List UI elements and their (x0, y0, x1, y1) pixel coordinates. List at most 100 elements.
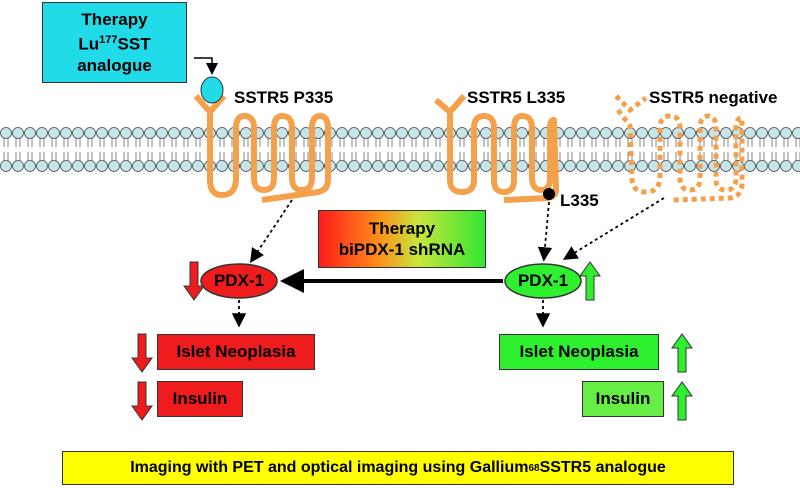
lipid-head (420, 160, 432, 172)
lipid-head (132, 160, 144, 172)
lipid-head (756, 160, 768, 172)
up-arrow-icon-pdx (579, 261, 601, 301)
lipid-head (48, 127, 60, 139)
lipid-head (216, 160, 228, 172)
lipid-head (180, 160, 192, 172)
lipid-head (36, 127, 48, 139)
lipid-head (336, 127, 348, 139)
lipid-head (396, 127, 408, 139)
lipid-head (84, 160, 96, 172)
lipid-head (12, 160, 24, 172)
therapy-connector (194, 57, 218, 75)
lipid-head (456, 127, 468, 139)
lipid-head (456, 160, 468, 172)
lipid-head (636, 127, 648, 139)
therapy-shrna-box: Therapy biPDX-1 shRNA (318, 210, 486, 268)
lipid-head (24, 160, 36, 172)
lipid-head (576, 127, 588, 139)
therapy-lu177-box: Therapy Lu177SST analogue (42, 2, 187, 83)
lipid-head (744, 160, 756, 172)
lipid-head (432, 160, 444, 172)
lipid-head (96, 160, 108, 172)
lipid-head (24, 127, 36, 139)
lipid-head (84, 127, 96, 139)
lipid-head (612, 127, 624, 139)
lipid-head (636, 160, 648, 172)
left-islet-neoplasia-box: Islet Neoplasia (157, 334, 315, 370)
label-sstr5-l335: SSTR5 L335 (467, 88, 566, 107)
lipid-head (480, 160, 492, 172)
down-arrow-icon-pdx (183, 261, 205, 301)
lipid-head (72, 160, 84, 172)
lipid-head (756, 127, 768, 139)
lipid-head (276, 127, 288, 139)
lipid-head (120, 127, 132, 139)
lipid-head (168, 160, 180, 172)
lipid-head (36, 160, 48, 172)
imaging-isotope: 68 (528, 462, 540, 474)
therapy-box-lu: Lu (78, 34, 100, 54)
label-l335-marker: L335 (560, 191, 599, 210)
lipid-head (108, 160, 120, 172)
imaging-box: Imaging with PET and optical imaging usi… (62, 451, 734, 485)
therapy-box-line2: Lu177SST (78, 30, 150, 55)
lipid-head (600, 127, 612, 139)
lipid-head (780, 127, 792, 139)
lipid-head (588, 160, 600, 172)
pdx-left-label: PDX-1 (213, 271, 265, 290)
lipid-head (564, 127, 576, 139)
lipid-head (792, 127, 800, 139)
lipid-head (660, 127, 672, 139)
lipid-head (432, 127, 444, 139)
receptor-p335-top (193, 94, 227, 117)
label-sstr5-negative: SSTR5 negative (649, 88, 778, 107)
receptor-negative (616, 108, 745, 203)
right-insulin-box: Insulin (582, 381, 664, 417)
therapy-box-isotope: 177 (99, 34, 118, 47)
lipid-head (360, 127, 372, 139)
lipid-head (336, 160, 348, 172)
ligand-icon (200, 76, 224, 104)
therapy-box-sst: SST (117, 34, 151, 54)
lipid-head (720, 160, 732, 172)
lipid-head (600, 160, 612, 172)
imaging-text-post: SSTR5 analogue (539, 459, 666, 476)
lipid-head (276, 160, 288, 172)
lipid-head (612, 160, 624, 172)
lipid-head (0, 127, 12, 139)
lipid-head (156, 127, 168, 139)
receptor-p335 (207, 108, 331, 203)
receptor-negative-top (614, 94, 648, 114)
lipid-head (372, 127, 384, 139)
lipid-head (372, 160, 384, 172)
lipid-head (240, 127, 252, 139)
lipid-head (348, 127, 360, 139)
lipid-head (744, 127, 756, 139)
therapy-box-line1: Therapy (81, 10, 148, 30)
lipid-head (240, 160, 252, 172)
lipid-head (396, 160, 408, 172)
lipid-head (348, 160, 360, 172)
lipid-head (768, 160, 780, 172)
lipid-head (120, 160, 132, 172)
lipid-head (648, 127, 660, 139)
up-arrow-icon-neoplasia (671, 333, 693, 373)
lipid-head (360, 160, 372, 172)
therapy-box-line3: analogue (77, 55, 152, 75)
lipid-head (516, 160, 528, 172)
down-arrow-icon-insulin (131, 381, 153, 421)
shrna-box-line1: Therapy (368, 219, 436, 238)
lipid-head (384, 160, 396, 172)
lipid-head (156, 160, 168, 172)
lipid-head (588, 127, 600, 139)
lipid-head (684, 127, 696, 139)
lipid-head (216, 127, 228, 139)
shrna-box-line2: biPDX-1 shRNA (338, 240, 466, 259)
label-sstr5-p335: SSTR5 P335 (234, 88, 334, 107)
lipid-head (60, 127, 72, 139)
lipid-head (12, 127, 24, 139)
pdx-right-ellipse (504, 263, 582, 299)
arrow-l335-to-pdx (537, 201, 553, 262)
lipid-head (516, 127, 528, 139)
